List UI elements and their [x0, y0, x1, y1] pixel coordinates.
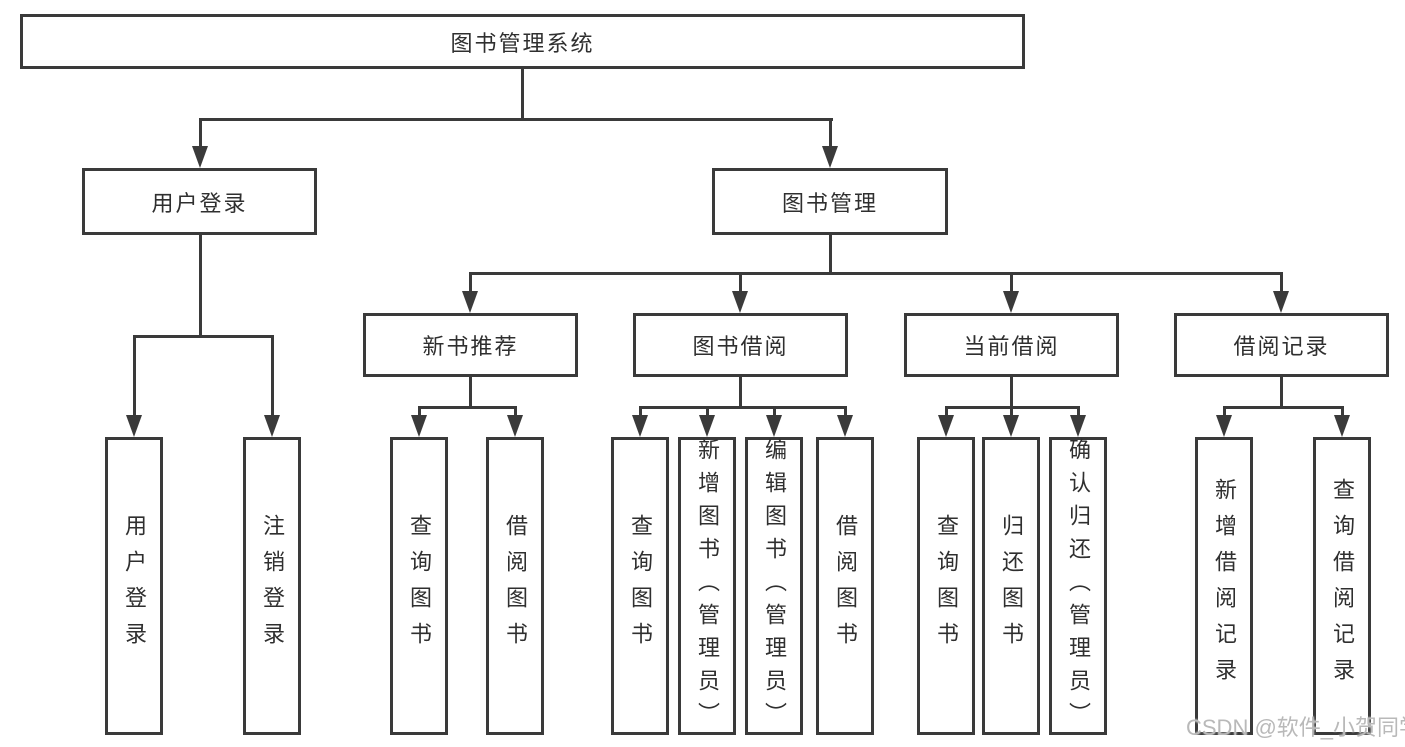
leaf-query-books-current: 查询图书 [917, 437, 975, 735]
connector-line [739, 272, 742, 293]
arrow-down-icon [507, 415, 523, 437]
leaf-return-books: 归还图书 [982, 437, 1040, 735]
arrow-down-icon [699, 415, 715, 437]
leaf-add-books-admin: 新增图书（管理员） [678, 437, 736, 735]
arrow-down-icon [1216, 415, 1232, 437]
connector-line [133, 335, 274, 338]
leaf-confirm-return-admin-label: 确认归还（管理员） [1066, 437, 1091, 735]
leaf-add-borrow-record: 新增借阅记录 [1195, 437, 1253, 735]
leaf-borrow-books: 借阅图书 [816, 437, 874, 735]
connector-line [521, 69, 524, 121]
leaf-logout: 注销登录 [243, 437, 301, 735]
leaf-borrow-books-recommend-label: 借阅图书 [503, 514, 528, 658]
connector-line [1223, 406, 1344, 409]
node-current-borrow-label: 当前借阅 [963, 334, 1060, 359]
arrow-down-icon [837, 415, 853, 437]
leaf-edit-books-admin: 编辑图书（管理员） [745, 437, 803, 735]
connector-line [829, 235, 832, 275]
leaf-query-books-current-label: 查询图书 [934, 514, 959, 658]
node-book-management: 图书管理 [712, 168, 948, 235]
connector-line [133, 335, 136, 417]
arrow-down-icon [462, 291, 478, 313]
connector-line [469, 272, 472, 293]
arrow-down-icon [732, 291, 748, 313]
leaf-query-borrow-record-label: 查询借阅记录 [1330, 478, 1355, 694]
leaf-borrow-books-recommend: 借阅图书 [486, 437, 544, 735]
arrow-down-icon [1070, 415, 1086, 437]
leaf-add-borrow-record-label: 新增借阅记录 [1212, 478, 1237, 694]
connector-line [1223, 406, 1226, 417]
node-new-book-recommend: 新书推荐 [363, 313, 578, 377]
connector-line [844, 406, 847, 417]
leaf-logout-label: 注销登录 [260, 514, 285, 658]
node-book-management-label: 图书管理 [781, 190, 878, 216]
connector-line [945, 406, 948, 417]
leaf-user-login: 用户登录 [105, 437, 163, 735]
arrow-down-icon [1334, 415, 1350, 437]
arrow-down-icon [192, 146, 208, 168]
leaf-confirm-return-admin: 确认归还（管理员） [1049, 437, 1107, 735]
arrow-down-icon [766, 415, 782, 437]
arrow-down-icon [1003, 291, 1019, 313]
node-borrow-records: 借阅记录 [1174, 313, 1389, 377]
connector-line [271, 335, 274, 417]
connector-line [418, 406, 517, 409]
connector-line [639, 406, 847, 409]
connector-line [1280, 272, 1283, 293]
connector-line [199, 235, 202, 338]
connector-line [418, 406, 421, 417]
node-book-borrow: 图书借阅 [633, 313, 848, 377]
node-new-book-recommend-label: 新书推荐 [422, 334, 519, 359]
connector-line [639, 406, 642, 417]
leaf-query-books-borrow: 查询图书 [611, 437, 669, 735]
connector-line [706, 406, 709, 417]
connector-line [739, 377, 742, 409]
connector-line [199, 118, 833, 121]
leaf-add-books-admin-label: 新增图书（管理员） [695, 437, 720, 735]
arrow-down-icon [938, 415, 954, 437]
arrow-down-icon [632, 415, 648, 437]
connector-line [1010, 406, 1013, 417]
leaf-query-books-borrow-label: 查询图书 [628, 514, 653, 658]
leaf-edit-books-admin-label: 编辑图书（管理员） [762, 437, 787, 735]
node-book-borrow-label: 图书借阅 [692, 334, 789, 359]
leaf-query-borrow-record: 查询借阅记录 [1313, 437, 1371, 735]
connector-line [1280, 377, 1283, 409]
node-borrow-records-label: 借阅记录 [1233, 334, 1330, 359]
connector-line [514, 406, 517, 417]
node-current-borrow: 当前借阅 [904, 313, 1119, 377]
csdn-watermark: CSDN @软件_小贺同学 [1186, 715, 1405, 740]
node-library-system: 图书管理系统 [20, 14, 1025, 69]
arrow-down-icon [822, 146, 838, 168]
leaf-borrow-books-label: 借阅图书 [833, 514, 858, 658]
node-user-login: 用户登录 [82, 168, 317, 235]
leaf-user-login-label: 用户登录 [122, 514, 147, 658]
arrow-down-icon [126, 415, 142, 437]
leaf-return-books-label: 归还图书 [999, 514, 1024, 658]
connector-line [199, 118, 202, 148]
connector-line [1010, 377, 1013, 409]
leaf-query-books-recommend: 查询图书 [390, 437, 448, 735]
arrow-down-icon [1003, 415, 1019, 437]
leaf-query-books-recommend-label: 查询图书 [407, 514, 432, 658]
connector-line [1341, 406, 1344, 417]
node-user-login-label: 用户登录 [151, 190, 248, 216]
connector-line [773, 406, 776, 417]
connector-line [469, 272, 1283, 275]
connector-line [829, 118, 832, 148]
arrow-down-icon [1273, 291, 1289, 313]
arrow-down-icon [264, 415, 280, 437]
connector-line [1077, 406, 1080, 417]
arrow-down-icon [411, 415, 427, 437]
connector-line [1010, 272, 1013, 293]
connector-line [469, 377, 472, 409]
node-library-system-label: 图书管理系统 [450, 30, 595, 56]
